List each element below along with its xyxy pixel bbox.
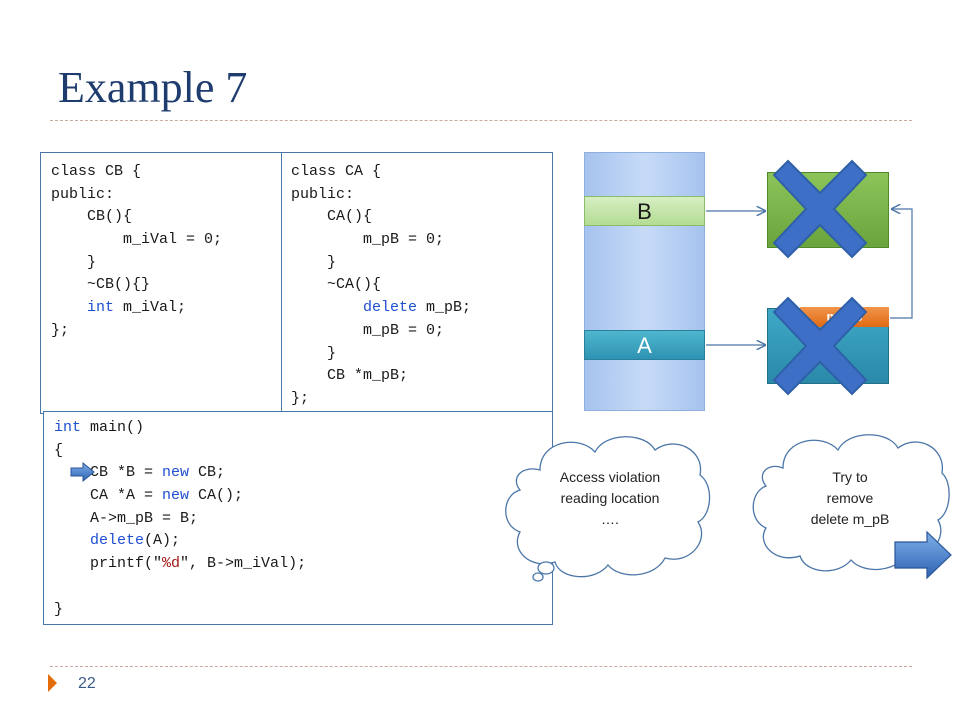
code-line: ~CB(){} bbox=[51, 274, 283, 297]
code-text: }; bbox=[51, 321, 70, 339]
code-line: { bbox=[54, 440, 552, 463]
code-text: CA(){ bbox=[291, 208, 373, 226]
code-text: } bbox=[54, 600, 64, 618]
stack-memory-column bbox=[584, 152, 705, 411]
code-text: (A); bbox=[144, 532, 181, 550]
code-line: CB *B = new CB; bbox=[54, 462, 552, 485]
class-ca-code-box: class CA { public: CA(){ m_pB = 0; } ~CA(… bbox=[281, 152, 553, 414]
cloud-left-line: reading location bbox=[560, 490, 660, 506]
code-text: public: bbox=[291, 185, 355, 203]
code-line: delete m_pB; bbox=[291, 297, 552, 320]
code-line: class CB { bbox=[51, 161, 283, 184]
code-text: ", B->m_iVal); bbox=[180, 555, 307, 573]
page-marker-icon bbox=[48, 674, 57, 692]
thought-cloud-left bbox=[505, 436, 711, 582]
code-text: } bbox=[51, 253, 97, 271]
code-line bbox=[54, 576, 552, 599]
cloud-left-text: Access violation reading location …. bbox=[530, 467, 690, 530]
code-text: CA(); bbox=[189, 487, 244, 505]
code-line: delete(A); bbox=[54, 530, 552, 553]
code-line: } bbox=[54, 599, 552, 622]
stack-slot-a: A bbox=[584, 330, 705, 360]
code-line: class CA { bbox=[291, 161, 552, 184]
code-line: public: bbox=[291, 184, 552, 207]
stack-slot-b: B bbox=[584, 196, 705, 226]
code-line: CB(){ bbox=[51, 206, 283, 229]
code-text: class CA { bbox=[291, 163, 382, 180]
code-line: }; bbox=[291, 388, 552, 411]
code-text: m_iVal; bbox=[114, 299, 187, 317]
bottom-divider bbox=[50, 666, 912, 667]
cross-icon bbox=[772, 296, 868, 396]
code-text: { bbox=[54, 441, 64, 459]
code-text: CA *A = bbox=[54, 487, 163, 505]
keyword: delete bbox=[363, 299, 418, 317]
code-text: ~CA(){ bbox=[291, 276, 382, 294]
cloud-right-line: Try to bbox=[832, 469, 868, 485]
top-divider bbox=[50, 120, 912, 121]
format-string: %d bbox=[162, 555, 181, 573]
keyword: new bbox=[162, 487, 190, 505]
code-text: ~CB(){} bbox=[51, 276, 151, 294]
cloud-right-line: delete m_pB bbox=[810, 511, 890, 527]
next-slide-button[interactable] bbox=[893, 530, 955, 580]
code-line: m_iVal = 0; bbox=[51, 229, 283, 252]
pointer-m-pb-arrow bbox=[890, 209, 913, 319]
code-text: }; bbox=[291, 389, 310, 407]
code-line: m_pB = 0; bbox=[291, 320, 552, 343]
code-text: class CB { bbox=[51, 163, 142, 180]
slide-title: Example 7 bbox=[58, 63, 248, 112]
code-line: int main() bbox=[54, 417, 552, 440]
code-text: CB; bbox=[189, 464, 226, 482]
pointer-arrows bbox=[706, 190, 913, 360]
code-text: m_pB; bbox=[417, 299, 472, 317]
code-text: } bbox=[291, 344, 337, 362]
code-line: int m_iVal; bbox=[51, 297, 283, 320]
code-line: } bbox=[291, 252, 552, 275]
page-number: 22 bbox=[78, 675, 96, 692]
code-line: CA(){ bbox=[291, 206, 552, 229]
code-line: m_pB = 0; bbox=[291, 229, 552, 252]
cloud-right-line: remove bbox=[826, 490, 874, 506]
code-text: CB(){ bbox=[51, 208, 133, 226]
code-line: printf("%d", B->m_iVal); bbox=[54, 553, 552, 576]
code-line: CB *m_pB; bbox=[291, 365, 552, 388]
keyword: int bbox=[54, 419, 82, 436]
code-text: public: bbox=[51, 185, 115, 203]
cloud-right-text: Try to remove delete m_pB bbox=[775, 467, 925, 530]
code-line: }; bbox=[51, 320, 283, 343]
code-text: A->m_pB = B; bbox=[54, 509, 199, 527]
code-line: } bbox=[51, 252, 283, 275]
code-text: CB *B = bbox=[54, 464, 163, 482]
code-text bbox=[54, 532, 90, 549]
code-text bbox=[51, 299, 87, 316]
code-line: ~CA(){ bbox=[291, 274, 552, 297]
cloud-left-line: …. bbox=[601, 511, 619, 527]
keyword: int bbox=[87, 299, 115, 317]
code-line: CA *A = new CA(); bbox=[54, 485, 552, 508]
keyword: new bbox=[162, 464, 190, 482]
main-function-code-box: int main(){ CB *B = new CB; CA *A = new … bbox=[43, 411, 553, 625]
cross-icon bbox=[772, 159, 868, 259]
code-text bbox=[291, 299, 363, 316]
code-text: m_pB = 0; bbox=[291, 231, 445, 249]
cloud-left-line: Access violation bbox=[559, 469, 661, 485]
code-text: } bbox=[291, 253, 337, 271]
code-text: CB *m_pB; bbox=[291, 367, 409, 385]
class-cb-code-box: class CB { public: CB(){ m_iVal = 0; } ~C… bbox=[40, 152, 284, 414]
code-line: A->m_pB = B; bbox=[54, 508, 552, 531]
code-text: m_iVal = 0; bbox=[51, 231, 223, 249]
code-line: } bbox=[291, 343, 552, 366]
code-text: m_pB = 0; bbox=[291, 321, 445, 339]
current-line-arrow-icon bbox=[70, 462, 95, 482]
code-text: printf(" bbox=[54, 555, 163, 573]
code-text: main() bbox=[81, 419, 145, 436]
keyword: delete bbox=[90, 532, 145, 550]
code-line: public: bbox=[51, 184, 283, 207]
